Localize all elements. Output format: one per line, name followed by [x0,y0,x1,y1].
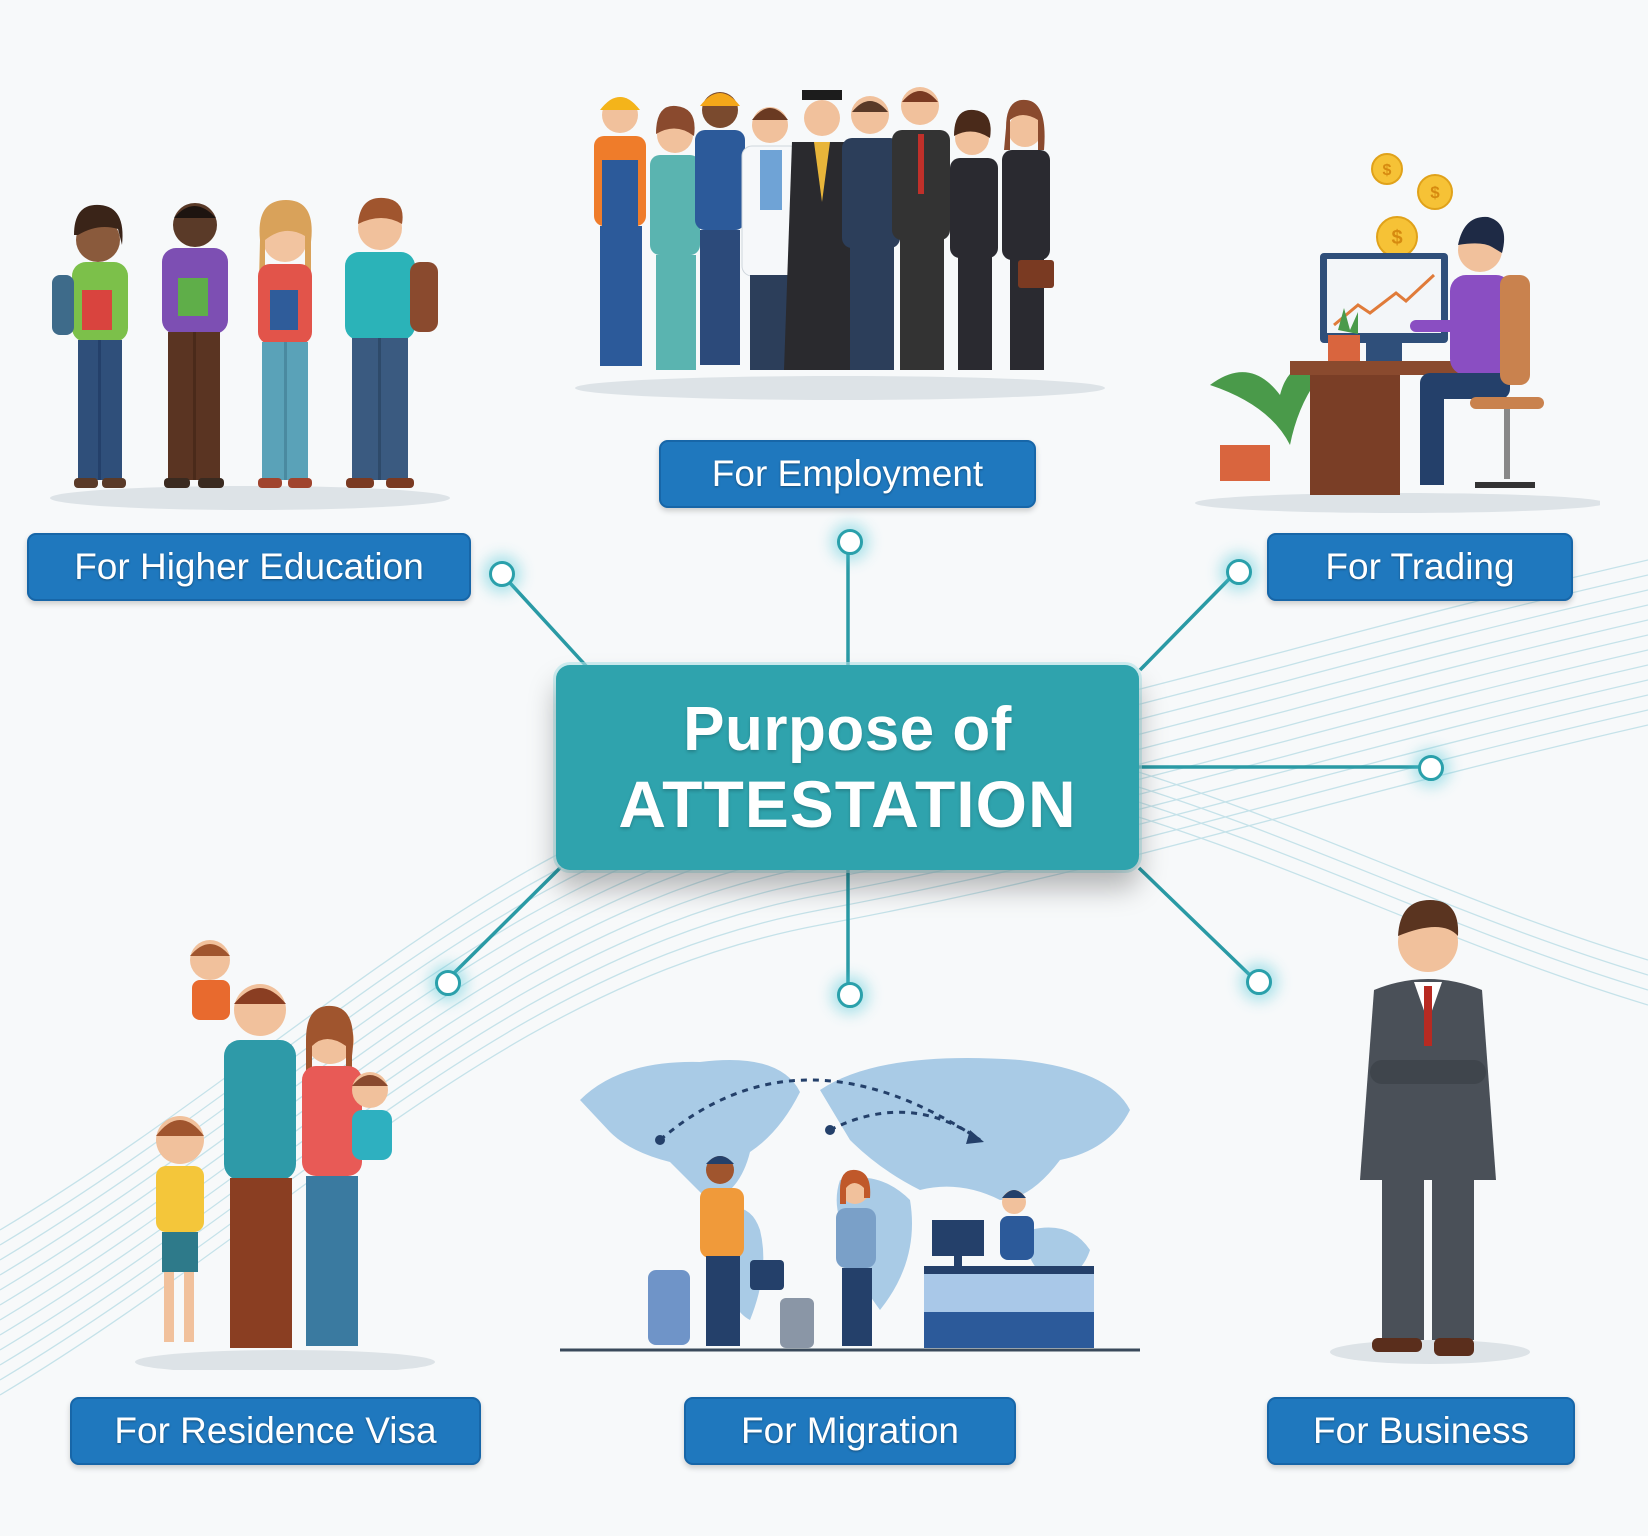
center-title-line1: Purpose of [683,694,1012,764]
svg-text:$: $ [1383,162,1392,179]
students-illustration [50,197,450,510]
center-title-line2: ATTESTATION [618,766,1077,841]
center-node-purpose-of-attestation: Purpose of ATTESTATION [556,665,1139,870]
label-for-trading: For Trading [1267,533,1573,601]
connector-dot-migration [837,982,863,1008]
connector-dot-employment [837,529,863,555]
label-for-business: For Business [1267,1397,1575,1465]
label-for-migration: For Migration [684,1397,1016,1465]
connector-dot-trading [1226,559,1252,585]
trader-at-desk-illustration: $ $ $ [1195,153,1600,513]
connector-dot-higher-education [489,561,515,587]
connector-dot-residence-visa [435,970,461,996]
connector-dot-business [1246,969,1272,995]
label-for-higher-education: For Higher Education [27,533,471,601]
businessman-illustration [1330,900,1530,1364]
professionals-illustration [575,87,1105,400]
svg-text:$: $ [1391,227,1402,249]
label-for-employment: For Employment [659,440,1036,508]
label-for-residence-visa: For Residence Visa [70,1397,481,1465]
migration-illustration [560,1058,1140,1352]
family-illustration [135,940,435,1370]
connector-dot-right [1418,755,1444,781]
svg-text:$: $ [1430,183,1440,202]
